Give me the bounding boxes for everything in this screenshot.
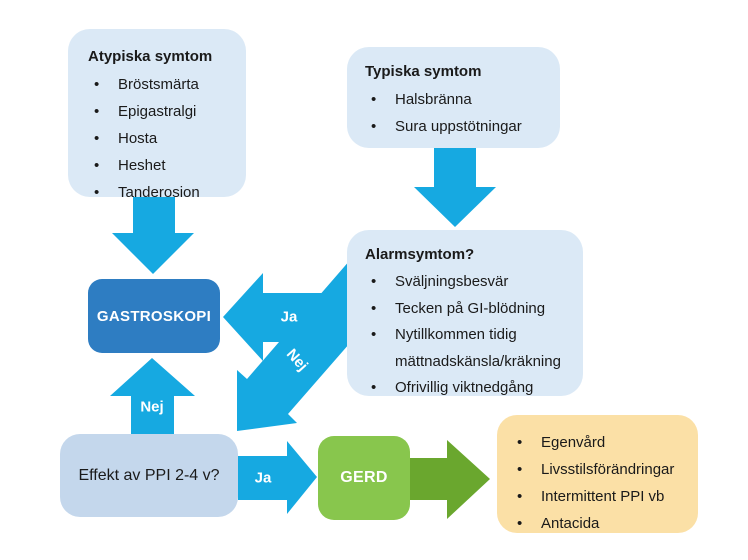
list-item: Sväljningsbesvär: [365, 269, 579, 296]
list-item: Tecken på GI-blödning: [365, 296, 579, 323]
arrow-gerd-to-treatment: [410, 440, 490, 519]
list-item: Antacida: [511, 510, 696, 537]
list-item: Bröstsmärta: [88, 71, 240, 98]
ppi-effekt-node: Effekt av PPI 2-4 v?: [60, 434, 238, 517]
list-item: Egenvård: [511, 429, 696, 456]
arrow-alarm-to-gastroskopi-ja: [223, 273, 352, 361]
list-item: Heshet: [88, 152, 240, 179]
gerd-label: GERD: [340, 469, 388, 486]
gerd-node: GERD: [318, 436, 410, 520]
arrow-atypiska-to-gastroskopi: [112, 197, 194, 274]
list-item: Ofrivillig viktnedgång: [365, 375, 579, 402]
arrow-effekt-to-gastroskopi-nej: [110, 358, 195, 434]
alarmsymtom-list: Sväljningsbesvär Tecken på GI-blödning N…: [365, 269, 579, 402]
treatment-box: Egenvård Livsstilsförändringar Intermitt…: [497, 415, 698, 537]
atypiska-symtom-box: Atypiska symtom Bröstsmärta Epigastralgi…: [68, 29, 246, 206]
list-item: Sura uppstötningar: [365, 113, 554, 140]
list-item: Epigastralgi: [88, 98, 240, 125]
atypiska-symtom-title: Atypiska symtom: [88, 48, 213, 65]
arrow-effekt-to-gerd-ja: [238, 441, 317, 514]
alarmsymtom-box: Alarmsymtom? Sväljningsbesvär Tecken på …: [347, 230, 583, 401]
alarmsymtom-title: Alarmsymtom?: [365, 246, 475, 263]
list-item: Halsbränna: [365, 86, 554, 113]
list-item: Nytillkommen tidig mättnadskänsla/kräkni…: [365, 322, 579, 375]
list-item: Hosta: [88, 125, 240, 152]
gastroskopi-node: GASTROSKOPI: [88, 279, 220, 353]
ppi-effekt-label: Effekt av PPI 2-4 v?: [78, 466, 220, 484]
typiska-symtom-title: Typiska symtom: [365, 63, 482, 80]
gastroskopi-label: GASTROSKOPI: [96, 307, 212, 325]
atypiska-symtom-list: Bröstsmärta Epigastralgi Hosta Heshet Ta…: [88, 71, 240, 206]
list-item: Tanderosion: [88, 179, 240, 206]
list-item: Livsstilsförändringar: [511, 456, 696, 483]
arrow-label-ppi-nej: Nej: [140, 398, 164, 416]
list-item: Intermittent PPI vb: [511, 483, 696, 510]
arrow-typiska-to-alarm: [414, 148, 496, 227]
treatment-list: Egenvård Livsstilsförändringar Intermitt…: [511, 429, 696, 537]
typiska-symtom-list: Halsbränna Sura uppstötningar: [365, 86, 554, 140]
arrow-label-alarm-ja: Ja: [280, 308, 298, 326]
arrow-label-ppi-ja: Ja: [254, 469, 272, 487]
typiska-symtom-box: Typiska symtom Halsbränna Sura uppstötni…: [347, 47, 560, 148]
